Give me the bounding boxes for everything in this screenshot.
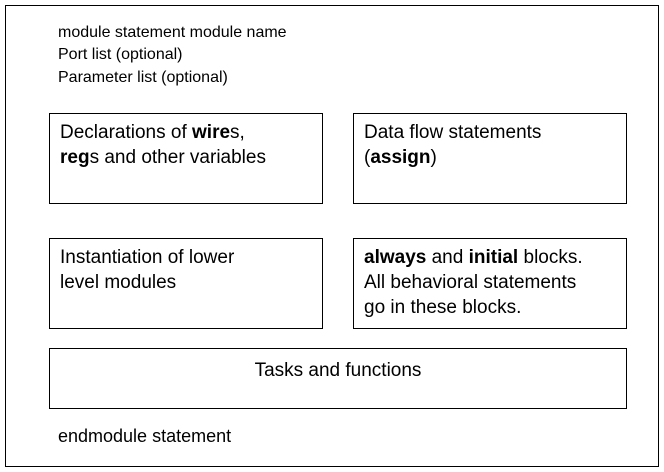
dataflow-line-2: (assign)	[364, 145, 616, 170]
module-statement-line: module statement module name	[58, 24, 287, 41]
wire-keyword: wire	[192, 122, 231, 143]
always-keyword: always	[364, 247, 427, 268]
reg-keyword: reg	[60, 147, 90, 168]
wires-suffix: s,	[230, 122, 245, 143]
instantiation-box: Instantiation of lower level modules	[49, 238, 323, 329]
declarations-text: Declarations of	[60, 122, 193, 143]
dataflow-box: Data flow statements (assign)	[353, 113, 627, 204]
blocks-text: blocks.	[518, 247, 583, 268]
behavioral-line-1: always and initial blocks.	[364, 245, 616, 270]
declarations-box: Declarations of wires, regs and other va…	[49, 113, 323, 204]
behavioral-line-2: All behavioral statements	[364, 272, 577, 293]
and-text: and	[426, 247, 469, 268]
instantiation-line-2: level modules	[60, 272, 177, 293]
declarations-line-1: Declarations of wires,	[60, 120, 312, 145]
dataflow-line-1: Data flow statements	[364, 122, 542, 143]
initial-keyword: initial	[468, 247, 519, 268]
tasks-label: Tasks and functions	[254, 360, 422, 381]
behavioral-box: always and initial blocks. All behaviora…	[353, 238, 627, 329]
declarations-line-2: regs and other variables	[60, 145, 312, 170]
parameter-list-line: Parameter list (optional)	[58, 69, 228, 86]
behavioral-line-3: go in these blocks.	[364, 297, 522, 318]
close-paren: )	[430, 147, 437, 168]
instantiation-line-1: Instantiation of lower	[60, 247, 235, 268]
endmodule-statement: endmodule statement	[58, 426, 232, 446]
tasks-box: Tasks and functions	[49, 348, 627, 409]
regs-suffix: s and other variables	[89, 147, 266, 168]
module-outline	[5, 5, 659, 467]
open-paren: (	[364, 147, 371, 168]
port-list-line: Port list (optional)	[58, 46, 183, 63]
assign-keyword: assign	[370, 147, 431, 168]
